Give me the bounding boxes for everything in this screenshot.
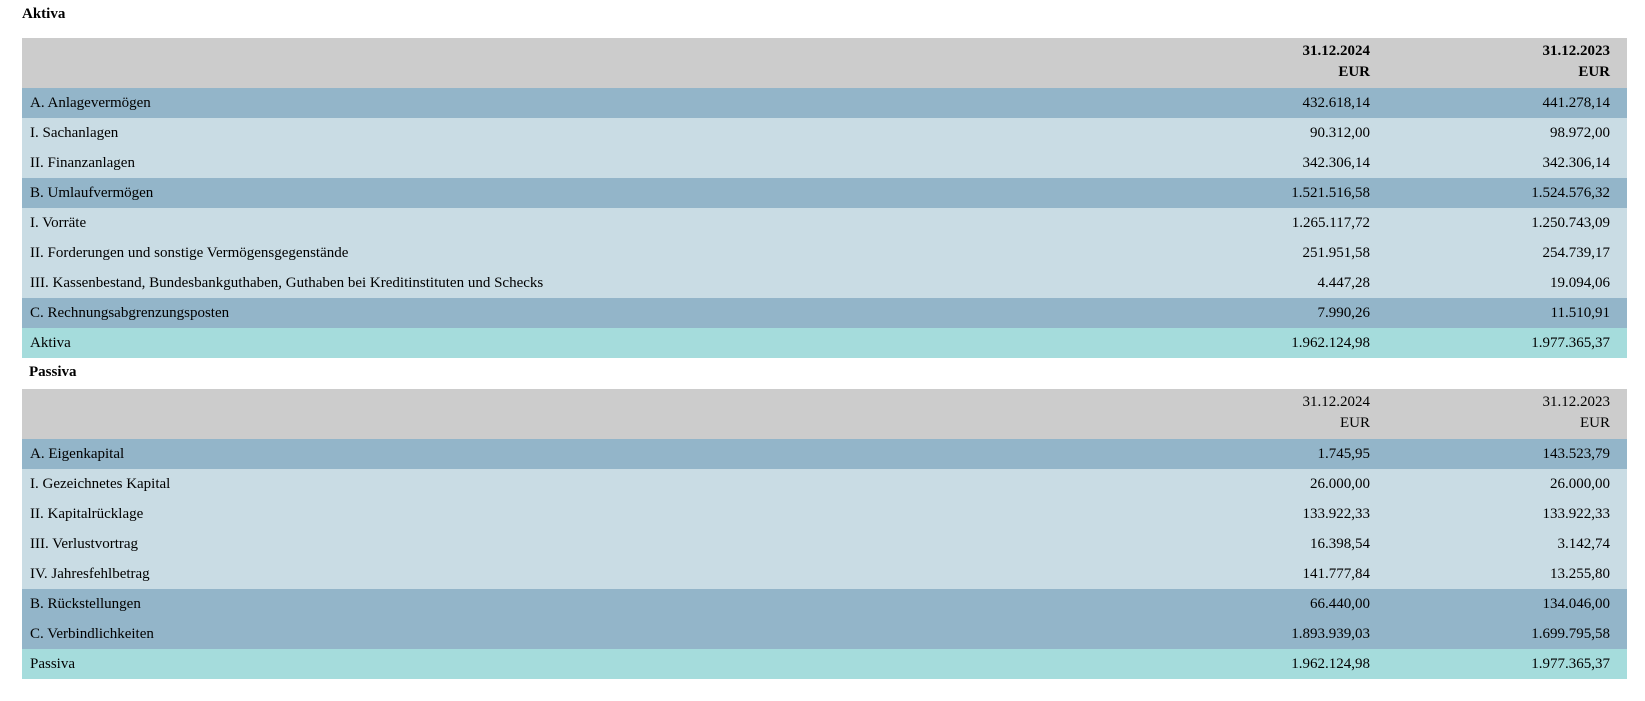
- row-label: B. Rückstellungen: [30, 596, 141, 612]
- row-value-2024: 1.265.117,72: [1291, 215, 1370, 231]
- passiva-header-unit-2024: EUR: [1340, 415, 1370, 431]
- row-label: III. Verlustvortrag: [30, 536, 139, 552]
- aktiva-row-rechnungsabgrenzung: C. Rechnungsabgrenzungsposten 7.990,26 1…: [22, 298, 1627, 328]
- aktiva-row-vorraete: I. Vorräte 1.265.117,72 1.250.743,09: [22, 208, 1627, 238]
- aktiva-header-col-2023: 31.12.2023 EUR: [1543, 41, 1611, 83]
- row-value-2023: 342.306,14: [1542, 155, 1611, 171]
- aktiva-row-forderungen: II. Forderungen und sonstige Vermögensge…: [22, 238, 1627, 268]
- row-value-2023: 98.972,00: [1550, 125, 1610, 141]
- row-label: A. Anlagevermögen: [30, 95, 151, 111]
- row-label: I. Sachanlagen: [30, 125, 119, 141]
- row-label: II. Forderungen und sonstige Vermögensge…: [30, 245, 349, 261]
- passiva-header-col-2023: 31.12.2023 EUR: [1543, 392, 1611, 434]
- row-value-2024: 1.521.516,58: [1291, 185, 1370, 201]
- row-value-2023: 143.523,79: [1542, 446, 1611, 462]
- passiva-table: 31.12.2024 EUR 31.12.2023 EUR A. Eigenka…: [22, 389, 1627, 679]
- row-value-2024: 141.777,84: [1302, 566, 1371, 582]
- aktiva-row-umlaufvermoegen: B. Umlaufvermögen 1.521.516,58 1.524.576…: [22, 178, 1627, 208]
- row-label: IV. Jahresfehlbetrag: [30, 566, 150, 582]
- aktiva-header-date-2023: 31.12.2023: [1542, 43, 1611, 59]
- row-value-2023: 441.278,14: [1542, 95, 1611, 111]
- aktiva-table-header: 31.12.2024 EUR 31.12.2023 EUR: [22, 38, 1627, 88]
- passiva-table-header: 31.12.2024 EUR 31.12.2023 EUR: [22, 389, 1627, 439]
- row-value-2023: 1.524.576,32: [1531, 185, 1610, 201]
- row-label: B. Umlaufvermögen: [30, 185, 154, 201]
- aktiva-row-kassenbestand: III. Kassenbestand, Bundesbankguthaben, …: [22, 268, 1627, 298]
- row-value-2023: 13.255,80: [1550, 566, 1610, 582]
- aktiva-row-sachanlagen: I. Sachanlagen 90.312,00 98.972,00: [22, 118, 1627, 148]
- row-value-2023: 1.977.365,37: [1531, 335, 1610, 351]
- row-value-2023: 3.142,74: [1557, 536, 1611, 552]
- row-value-2024: 90.312,00: [1310, 125, 1370, 141]
- row-value-2023: 1.977.365,37: [1531, 656, 1610, 672]
- row-value-2024: 133.922,33: [1302, 506, 1371, 522]
- passiva-row-eigenkapital: A. Eigenkapital 1.745,95 143.523,79: [22, 439, 1627, 469]
- aktiva-header-unit-2023: EUR: [1578, 64, 1610, 80]
- row-value-2024: 251.951,58: [1302, 245, 1371, 261]
- row-label: Passiva: [30, 656, 75, 672]
- row-label: II. Kapitalrücklage: [30, 506, 144, 522]
- aktiva-section-title: Aktiva: [22, 6, 66, 22]
- aktiva-header-date-2024: 31.12.2024: [1302, 43, 1371, 59]
- passiva-header-col-2024: 31.12.2024 EUR: [1303, 392, 1371, 434]
- passiva-header-date-2023: 31.12.2023: [1542, 394, 1611, 410]
- row-value-2023: 1.250.743,09: [1531, 215, 1610, 231]
- aktiva-table: 31.12.2024 EUR 31.12.2023 EUR A. Anlagev…: [22, 38, 1627, 358]
- passiva-row-gezeichnetes-kapital: I. Gezeichnetes Kapital 26.000,00 26.000…: [22, 469, 1627, 499]
- row-label: C. Rechnungsabgrenzungsposten: [30, 305, 230, 321]
- row-value-2024: 432.618,14: [1302, 95, 1371, 111]
- passiva-row-jahresfehlbetrag: IV. Jahresfehlbetrag 141.777,84 13.255,8…: [22, 559, 1627, 589]
- row-value-2023: 254.739,17: [1542, 245, 1611, 261]
- row-value-2024: 1.962.124,98: [1291, 335, 1370, 351]
- row-label: A. Eigenkapital: [30, 446, 125, 462]
- row-label: II. Finanzanlagen: [30, 155, 135, 171]
- row-value-2024: 4.447,28: [1317, 275, 1371, 291]
- row-value-2023: 19.094,06: [1550, 275, 1610, 291]
- aktiva-row-total: Aktiva 1.962.124,98 1.977.365,37: [22, 328, 1627, 358]
- row-label: Aktiva: [30, 335, 71, 351]
- aktiva-header-col-2024: 31.12.2024 EUR: [1303, 41, 1371, 83]
- passiva-header-unit-2023: EUR: [1580, 415, 1610, 431]
- aktiva-header-unit-2024: EUR: [1338, 64, 1370, 80]
- passiva-row-kapitalruecklage: II. Kapitalrücklage 133.922,33 133.922,3…: [22, 499, 1627, 529]
- row-label: I. Gezeichnetes Kapital: [30, 476, 171, 492]
- row-value-2023: 133.922,33: [1542, 506, 1611, 522]
- row-value-2023: 11.510,91: [1550, 305, 1610, 321]
- row-value-2024: 66.440,00: [1310, 596, 1370, 612]
- passiva-row-total: Passiva 1.962.124,98 1.977.365,37: [22, 649, 1627, 679]
- aktiva-row-anlagevermoegen: A. Anlagevermögen 432.618,14 441.278,14: [22, 88, 1627, 118]
- row-label: III. Kassenbestand, Bundesbankguthaben, …: [30, 275, 544, 291]
- row-value-2024: 342.306,14: [1302, 155, 1371, 171]
- passiva-row-verlustvortrag: III. Verlustvortrag 16.398,54 3.142,74: [22, 529, 1627, 559]
- row-value-2024: 1.893.939,03: [1291, 626, 1370, 642]
- passiva-row-verbindlichkeiten: C. Verbindlichkeiten 1.893.939,03 1.699.…: [22, 619, 1627, 649]
- row-value-2023: 26.000,00: [1550, 476, 1610, 492]
- row-label: I. Vorräte: [30, 215, 87, 231]
- row-value-2023: 1.699.795,58: [1531, 626, 1610, 642]
- passiva-row-rueckstellungen: B. Rückstellungen 66.440,00 134.046,00: [22, 589, 1627, 619]
- row-label: C. Verbindlichkeiten: [30, 626, 154, 642]
- row-value-2024: 26.000,00: [1310, 476, 1370, 492]
- row-value-2024: 7.990,26: [1317, 305, 1371, 321]
- row-value-2024: 16.398,54: [1310, 536, 1370, 552]
- row-value-2024: 1.962.124,98: [1291, 656, 1370, 672]
- passiva-section-title: Passiva: [29, 364, 77, 380]
- passiva-header-date-2024: 31.12.2024: [1302, 394, 1371, 410]
- aktiva-row-finanzanlagen: II. Finanzanlagen 342.306,14 342.306,14: [22, 148, 1627, 178]
- row-value-2024: 1.745,95: [1317, 446, 1371, 462]
- row-value-2023: 134.046,00: [1542, 596, 1611, 612]
